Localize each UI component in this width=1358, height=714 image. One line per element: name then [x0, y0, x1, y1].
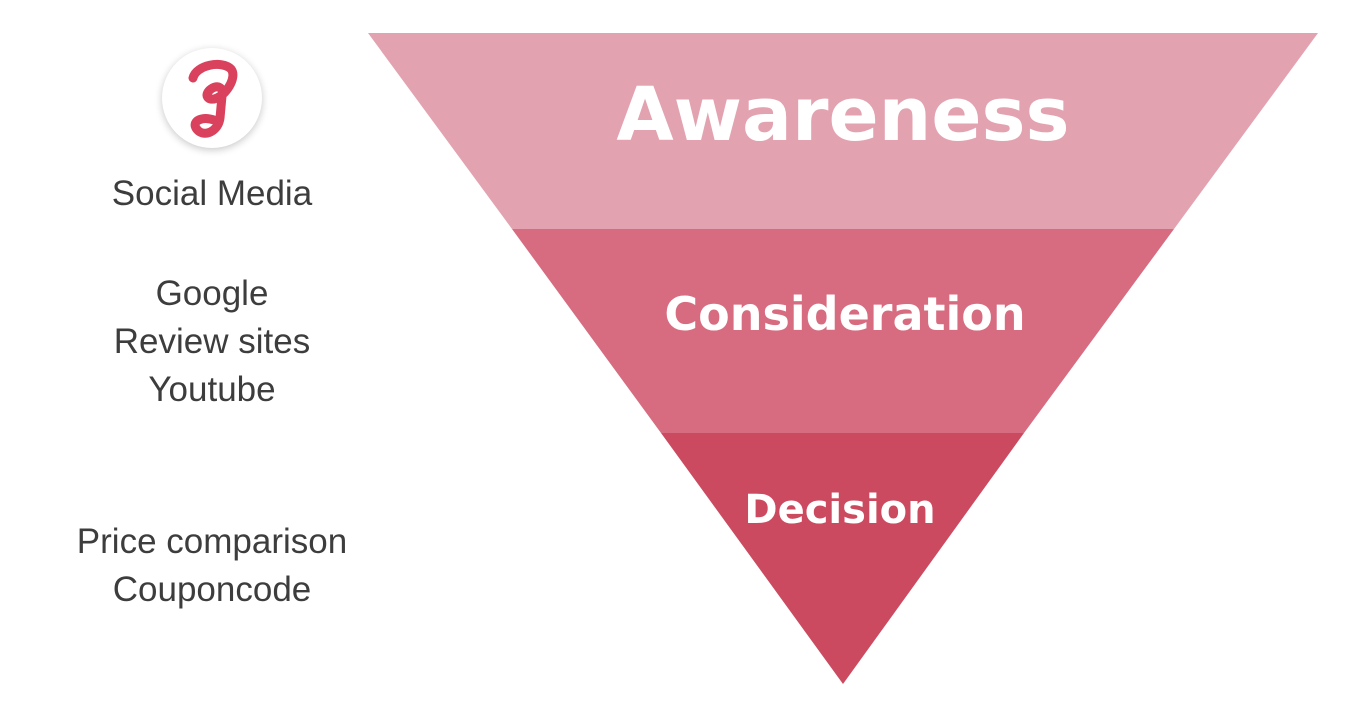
- channel-google: Google: [155, 274, 269, 313]
- funnel-stage-awareness: [368, 33, 1318, 229]
- channels-consideration: Google Review sites Youtube: [0, 270, 424, 414]
- funnel-label-awareness: Awareness: [616, 72, 1069, 158]
- g-letter-logo-icon: [162, 48, 262, 148]
- channel-youtube: Youtube: [148, 370, 276, 409]
- funnel-label-consideration: Consideration: [664, 287, 1025, 341]
- channel-couponcode: Couponcode: [112, 570, 312, 609]
- channel-price-comparison: Price comparison: [76, 522, 348, 561]
- channel-social-media: Social Media: [111, 174, 313, 213]
- funnel-stage-consideration: [512, 229, 1174, 433]
- channels-awareness: Social Media: [0, 170, 424, 218]
- channel-review-sites: Review sites: [113, 322, 311, 361]
- channels-decision: Price comparison Couponcode: [0, 518, 424, 614]
- funnel-stage-decision: [661, 433, 1024, 684]
- funnel-label-decision: Decision: [744, 487, 935, 533]
- g-letter-logo-glyph: [188, 59, 238, 138]
